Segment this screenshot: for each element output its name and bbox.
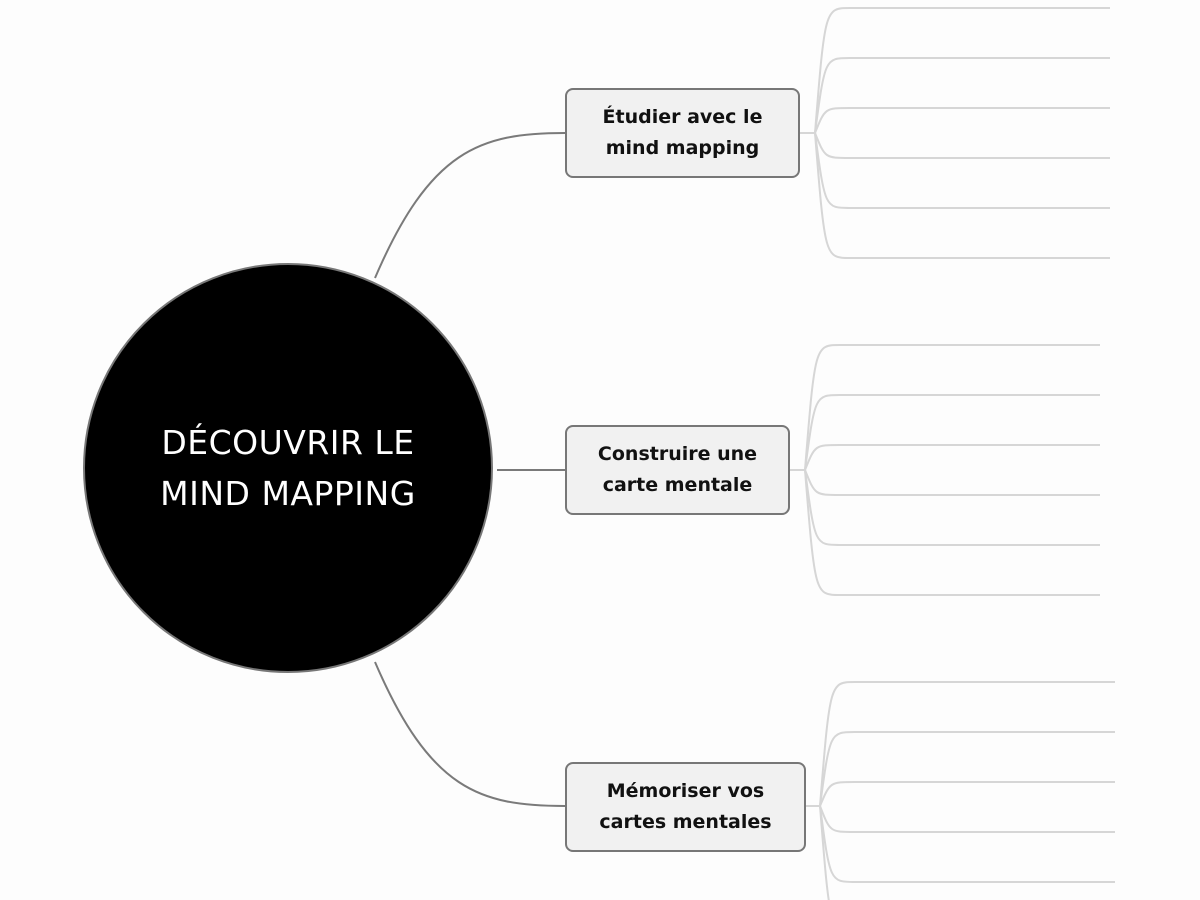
connector-central-to-branch-3: [374, 661, 566, 807]
branch-node-memorizing[interactable]: Mémoriser vos cartes mentales: [565, 762, 806, 852]
empty-subtopic-line[interactable]: [804, 444, 1100, 471]
branch-node-studying[interactable]: Étudier avec le mind mapping: [565, 88, 800, 178]
empty-subtopic-line[interactable]: [814, 132, 1110, 159]
empty-subtopic-line[interactable]: [804, 394, 1100, 471]
empty-subtopic-line[interactable]: [814, 7, 1110, 134]
empty-subtopic-line[interactable]: [819, 805, 1115, 900]
empty-subtopic-line[interactable]: [804, 469, 1100, 596]
branch-label: Construire une carte mentale: [597, 443, 758, 496]
empty-subtopic-line[interactable]: [804, 469, 1100, 496]
empty-subtopic-line[interactable]: [814, 132, 1110, 209]
empty-subtopic-line[interactable]: [819, 805, 1115, 883]
empty-subtopic-line[interactable]: [819, 781, 1115, 807]
empty-subtopic-line[interactable]: [814, 132, 1110, 259]
connector-central-to-branch-1: [374, 132, 566, 279]
empty-subtopic-line[interactable]: [819, 681, 1115, 807]
branch-label: Étudier avec le mind mapping: [602, 106, 763, 159]
empty-subtopic-line[interactable]: [814, 107, 1110, 134]
branch-node-building[interactable]: Construire une carte mentale: [565, 425, 790, 515]
empty-subtopic-line[interactable]: [804, 469, 1100, 546]
empty-subtopic-line[interactable]: [819, 731, 1115, 807]
central-topic-label: DÉCOUVRIR LE MIND MAPPING: [160, 423, 416, 513]
branch-label: Mémoriser vos cartes mentales: [599, 780, 772, 833]
empty-subtopic-line[interactable]: [804, 344, 1100, 471]
empty-subtopic-line[interactable]: [814, 57, 1110, 134]
central-topic[interactable]: DÉCOUVRIR LE MIND MAPPING: [83, 263, 493, 673]
empty-subtopic-line[interactable]: [819, 805, 1115, 833]
